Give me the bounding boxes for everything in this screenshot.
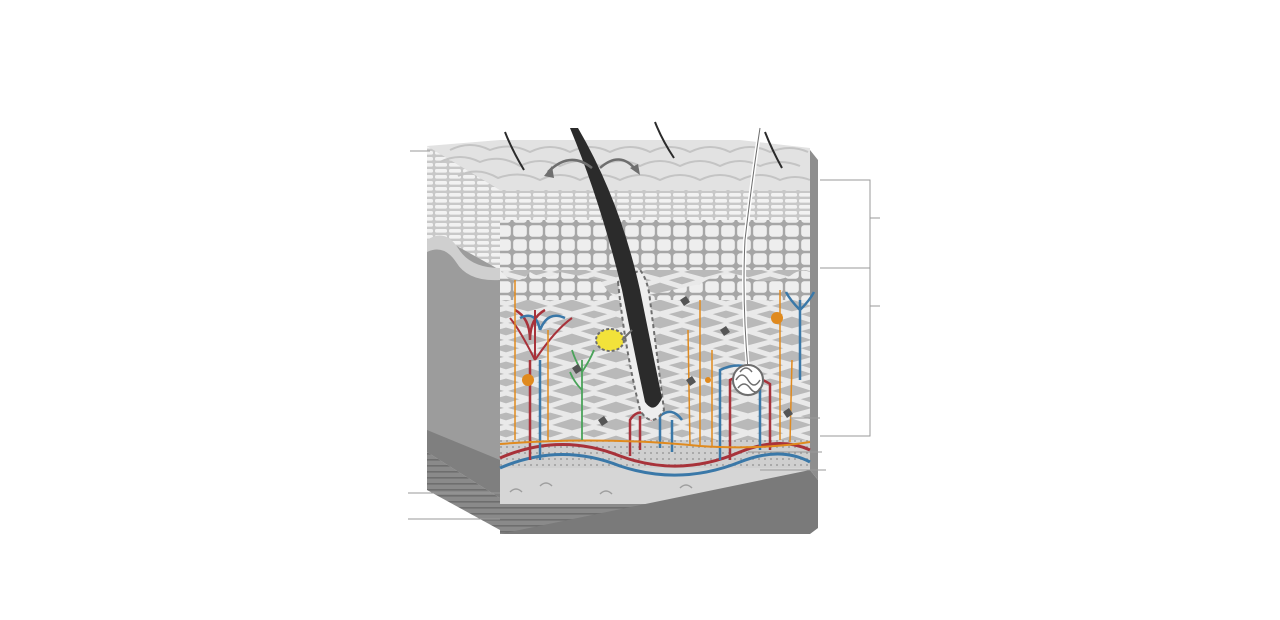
label-leader-lines (408, 150, 880, 520)
bracket-dermis (820, 267, 871, 437)
surface-hairs (504, 121, 783, 178)
nerve-fiber-icon (499, 280, 811, 449)
dermal-cells (572, 296, 793, 426)
left-side-face (427, 146, 500, 530)
sweat-gland-icon (732, 127, 764, 396)
hair-follicle-icon (570, 128, 666, 421)
bracket-epidermis (820, 179, 871, 269)
